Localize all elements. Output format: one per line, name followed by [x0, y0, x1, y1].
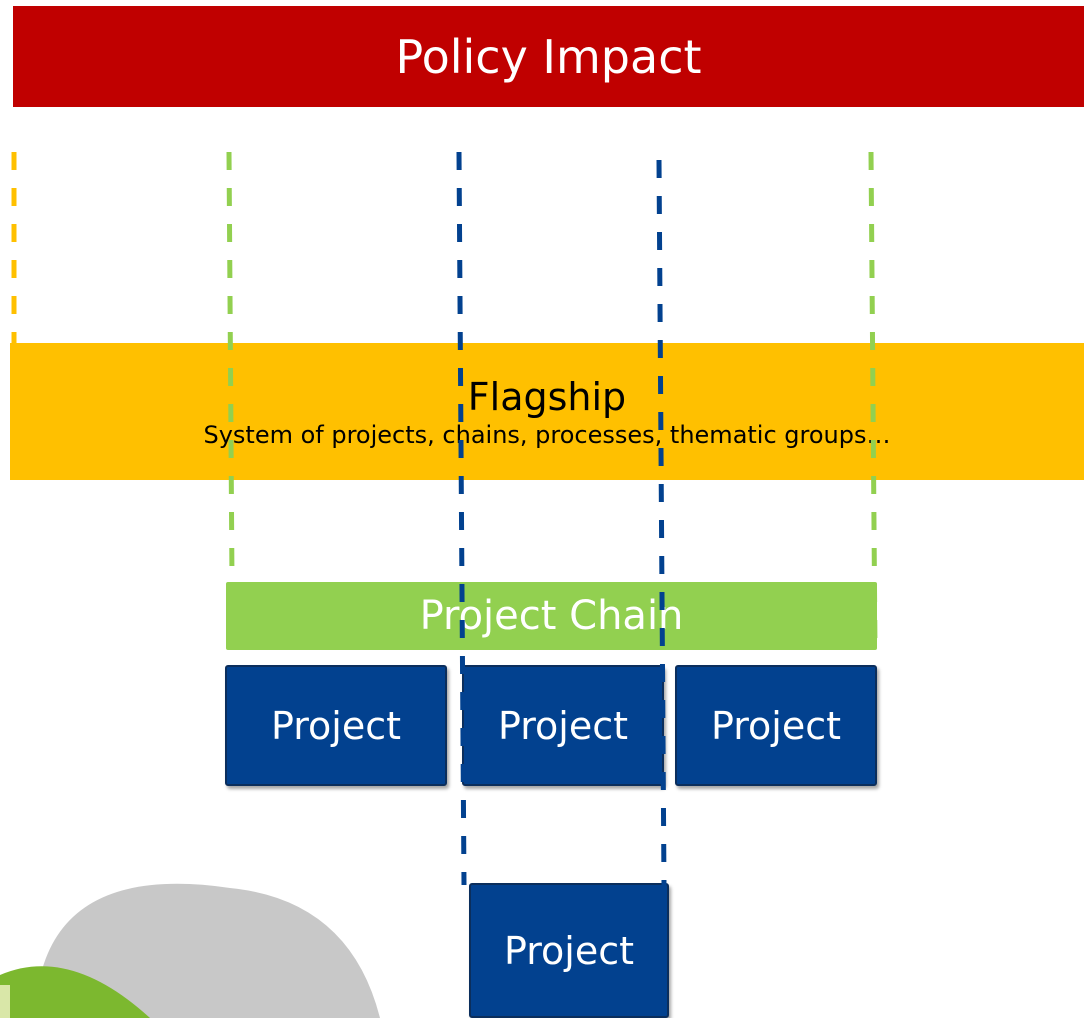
- project-label: Project: [503, 928, 634, 973]
- project-box-3: Project: [675, 665, 877, 786]
- green-dashed-line-left: [226, 151, 235, 583]
- flagship-subtitle: System of projects, chains, processes, t…: [203, 420, 891, 449]
- blue-dashed-line-right: [656, 159, 667, 886]
- green-arc-shape: [0, 966, 150, 1018]
- policy-impact-banner: Policy Impact: [13, 6, 1084, 107]
- flagship-band: Flagship System of projects, chains, pro…: [10, 343, 1084, 480]
- project-label: Project: [270, 703, 401, 748]
- project-box-4: Project: [469, 883, 669, 1018]
- green-dashed-line-right: [868, 151, 878, 651]
- yellow-edge-shape: [0, 985, 10, 1018]
- gray-arc-shape: [35, 883, 380, 1018]
- project-box-1: Project: [225, 665, 447, 786]
- flagship-title: Flagship: [467, 374, 627, 419]
- project-label: Project: [497, 703, 628, 748]
- blue-dashed-line-left: [456, 151, 467, 886]
- project-label: Project: [710, 703, 841, 748]
- policy-impact-title: Policy Impact: [395, 29, 702, 84]
- project-box-2: Project: [462, 665, 664, 786]
